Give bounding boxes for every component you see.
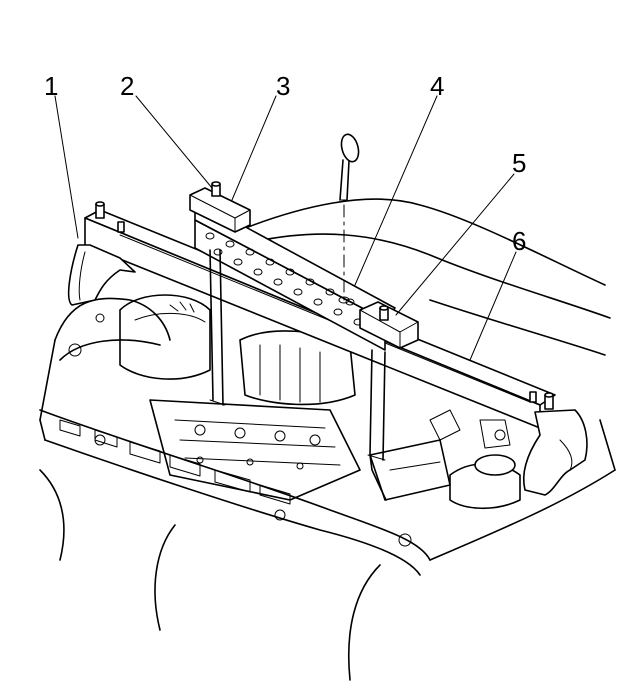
leader-6 — [469, 251, 517, 361]
retaining-pin — [338, 133, 360, 304]
callout-3: 3 — [276, 71, 290, 101]
engine-compartment — [39, 294, 521, 681]
leader-4 — [354, 95, 438, 286]
callout-labels: 1 2 3 4 5 6 — [44, 71, 526, 256]
leader-5 — [395, 173, 515, 316]
callout-1: 1 — [44, 71, 58, 101]
leader-3 — [231, 95, 277, 201]
left-foot-pad — [67, 201, 136, 306]
leader-1 — [54, 95, 79, 239]
right-foot-pad — [522, 391, 588, 496]
adjustable-slotted-bar — [189, 181, 419, 351]
callout-5: 5 — [512, 148, 526, 178]
hood-outline — [227, 198, 616, 561]
right-hanging-strap — [367, 349, 386, 461]
callout-4: 4 — [430, 71, 444, 101]
leader-2 — [135, 95, 213, 189]
callout-2: 2 — [120, 71, 134, 101]
callout-6: 6 — [512, 226, 526, 256]
left-hanging-strap — [209, 249, 226, 406]
leader-lines — [54, 95, 517, 361]
